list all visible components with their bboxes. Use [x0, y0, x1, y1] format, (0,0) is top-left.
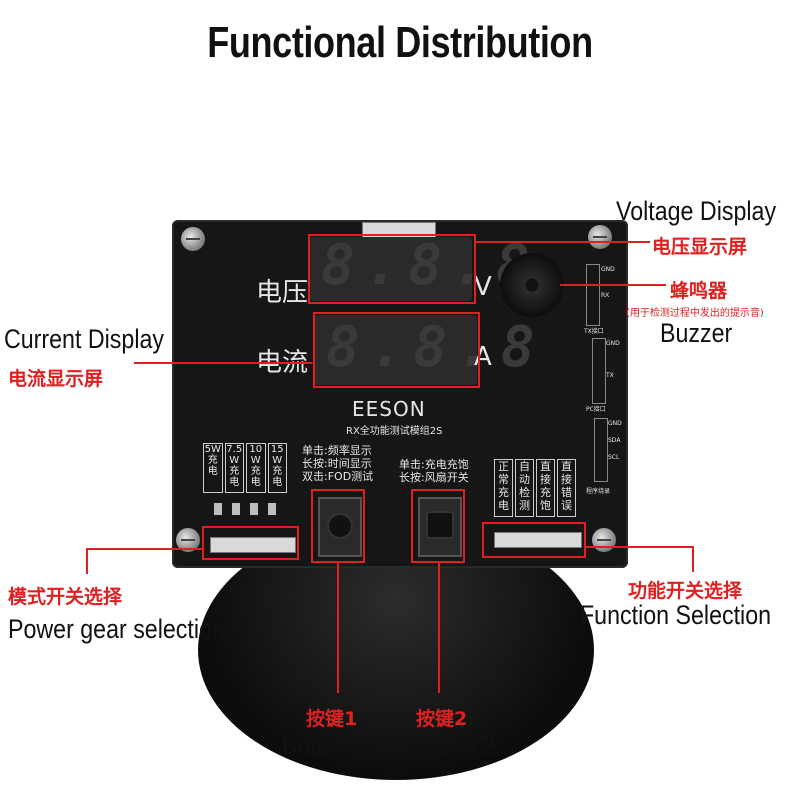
button1-help: 单击:频率显示 长按:时间显示 双击:FOD测试: [302, 444, 373, 483]
buzzer-callout-en: Buzzer: [660, 318, 733, 348]
voltage-display: 8.8.8: [309, 233, 530, 301]
button-1[interactable]: [318, 497, 362, 557]
current-callout-cn: 电流显示屏: [8, 368, 104, 390]
brand-label: EESON: [352, 397, 426, 421]
pin-label: GND: [606, 340, 620, 347]
power-gear-label: 15W充电: [267, 443, 287, 493]
pin-label: SDA: [608, 437, 621, 444]
button2-highlight: [411, 489, 465, 563]
function-callout-cn: 功能开关选择: [628, 580, 743, 602]
power-gear-labels: 5W充电 7.5W充电 10W充电 15W充电: [203, 443, 287, 493]
voltage-highlight: [308, 234, 476, 304]
button1-highlight: [311, 489, 365, 563]
button2-leader-line: [438, 563, 440, 693]
function-leader-horizontal: [586, 546, 694, 548]
function-leader-vertical: [692, 546, 694, 572]
current-digits: 8.8.8: [326, 315, 545, 380]
power-gear-pins: [208, 503, 294, 521]
current-display: 8.8.8: [314, 315, 535, 385]
pin-label: 程序烧录: [586, 488, 611, 495]
voltage-board-unit: V: [474, 272, 492, 302]
pin-header-bottom: [594, 418, 608, 482]
button2-callout-en: Button 2: [408, 730, 495, 760]
pin-header-top: [586, 264, 600, 326]
switch-pin: [214, 503, 222, 515]
mode-leader-vertical: [86, 548, 88, 574]
function-highlight: [482, 522, 586, 558]
switch-pin: [268, 503, 276, 515]
button-2-cap: [426, 511, 454, 539]
button1-callout-cn: 按键1: [306, 708, 358, 730]
button1-leader-line: [337, 563, 339, 693]
pin-label: PC接口: [586, 406, 606, 413]
pin-label: GND: [608, 420, 622, 427]
mode-leader-horizontal: [86, 548, 202, 550]
button1-callout-en: Button 1: [282, 730, 369, 760]
button-1-cap: [327, 513, 353, 539]
screw-icon: [181, 227, 205, 251]
current-leader-line: [134, 362, 312, 364]
function-label: 直接错误: [557, 459, 576, 517]
pin-label: SCL: [608, 454, 620, 461]
pin-label: TX接口: [584, 328, 604, 335]
pin-label: GND: [601, 266, 615, 273]
function-label: 自动检测: [515, 459, 534, 517]
power-gear-label: 10W充电: [246, 443, 266, 493]
voltage-leader-line: [476, 241, 650, 243]
power-gear-switch[interactable]: [210, 537, 296, 553]
buzzer-icon: [500, 253, 564, 317]
pin-label: RX: [601, 292, 610, 299]
button2-help-line: 长按:风扇开关: [399, 471, 469, 484]
function-labels: 正常充电 自动检测 直接充饱 直接错误: [494, 459, 576, 517]
power-gear-label: 5W充电: [203, 443, 223, 493]
buzzer-callout-note: (用于检测过程中发出的提示音): [626, 308, 764, 319]
model-label: RX全功能测试模组2S: [346, 426, 443, 437]
mode-callout-cn: 模式开关选择: [8, 586, 123, 608]
buzzer-leader-line: [560, 284, 666, 286]
power-gear-label: 7.5W充电: [224, 443, 244, 493]
pin-header-mid: [592, 338, 606, 404]
button1-help-line: 单击:频率显示: [302, 444, 372, 457]
switch-pin: [232, 503, 240, 515]
buzzer-callout-cn: 蜂鸣器: [670, 280, 728, 302]
current-board-label: 电流: [256, 348, 309, 378]
button1-help-line: 双击:FOD测试: [302, 470, 374, 483]
current-callout-en: Current Display: [4, 324, 165, 354]
screw-icon: [592, 528, 616, 552]
power-gear-highlight: [202, 526, 299, 560]
switch-pin: [250, 503, 258, 515]
button2-callout-cn: 按键2: [416, 708, 468, 730]
function-callout-en: Function Selection: [580, 600, 772, 630]
button1-help-line: 长按:时间显示: [302, 457, 372, 470]
screw-icon: [588, 225, 612, 249]
mode-callout-en: Power gear selection: [8, 614, 225, 644]
page-title: Functional Distribution: [207, 18, 593, 67]
voltage-callout-en: Voltage Display: [616, 196, 777, 226]
current-highlight: [313, 312, 480, 388]
voltage-callout-cn: 电压显示屏: [652, 236, 748, 258]
function-label: 正常充电: [494, 459, 513, 517]
button2-help: 单击:充电充饱 长按:风扇开关: [399, 458, 469, 484]
function-switch[interactable]: [494, 532, 582, 548]
voltage-digits: 8.8.8: [321, 233, 540, 298]
voltage-board-label: 电压: [256, 278, 309, 308]
button2-help-line: 单击:充电充饱: [399, 458, 469, 471]
function-label: 直接充饱: [536, 459, 555, 517]
button-2[interactable]: [418, 497, 462, 557]
pin-label: TX: [606, 372, 614, 379]
